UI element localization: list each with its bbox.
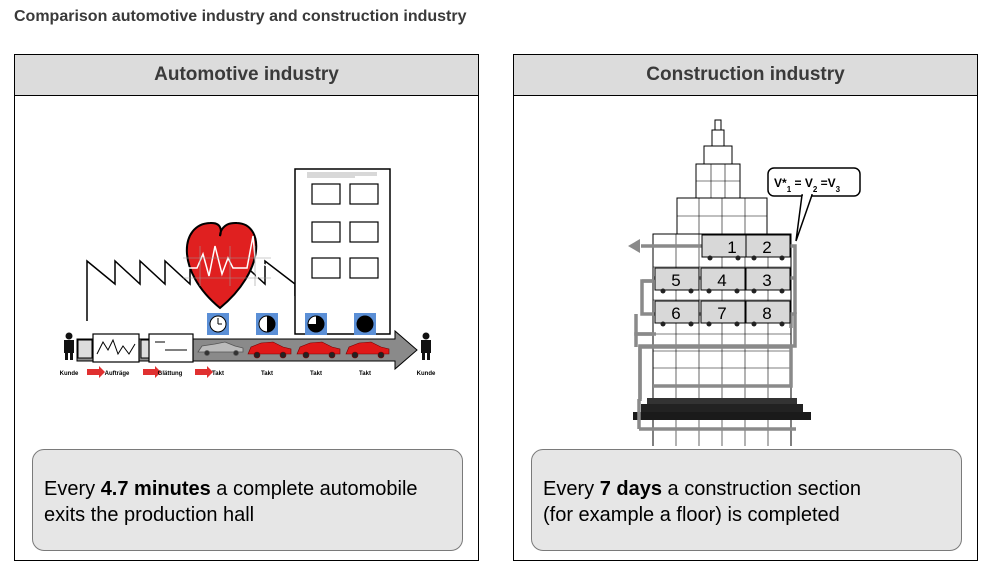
section-boxes <box>654 234 791 324</box>
flow-red-arrows <box>87 366 213 378</box>
construction-caption-line2: (for example a floor) is completed <box>543 504 840 526</box>
section-box-6 <box>654 300 700 324</box>
section-box-2 <box>745 234 791 258</box>
section-label-6: 6 <box>671 304 680 323</box>
clock-icon-1 <box>207 313 229 335</box>
construction-caption-bold: 7 days <box>599 478 662 500</box>
equation-callout: V*1 = V2 =V3 <box>767 167 861 242</box>
section-box-8 <box>745 300 791 324</box>
construction-caption: Every 7 days a construction section (for… <box>531 449 962 551</box>
section-label-3: 3 <box>762 271 771 290</box>
flow-label-auftraege: Aufträge <box>105 371 130 377</box>
construction-caption-post: a construction section <box>661 478 861 500</box>
callout-eq2: =V <box>817 176 835 190</box>
section-box-3 <box>745 267 791 291</box>
section-label-8: 8 <box>762 304 771 323</box>
flow-label-glaettung: Glättung <box>158 371 183 377</box>
section-box-5 <box>654 267 700 291</box>
heart-icon <box>185 221 258 310</box>
clock-icon-4 <box>354 313 376 335</box>
automotive-caption-post: a complete automobile <box>210 478 418 500</box>
callout-eq1: = V <box>791 176 813 190</box>
car-icon-3 <box>345 341 390 359</box>
flow-arrow-head <box>628 239 640 253</box>
flow-label-kunde-right: Kunde <box>417 371 436 377</box>
automotive-caption-bold: 4.7 minutes <box>100 478 211 500</box>
flow-label-takt-2: Takt <box>261 371 273 377</box>
factory-roof <box>86 259 296 321</box>
section-label-4: 4 <box>717 271 726 290</box>
automotive-caption-line2: exits the production hall <box>44 504 255 526</box>
construction-panel: Construction industry <box>513 54 978 561</box>
leveling-chart <box>148 333 194 363</box>
flow-label-takt-1: Takt <box>212 371 224 377</box>
section-label-7: 7 <box>717 304 726 323</box>
section-label-2: 2 <box>762 238 771 257</box>
customer-left-icon <box>64 332 74 360</box>
automotive-caption-pre: Every <box>44 478 101 500</box>
construction-illustration: 1 2 5 4 3 6 7 8 V*1 = V2 =V3 <box>628 119 861 446</box>
automotive-caption: Every 4.7 minutes a complete automobile … <box>32 449 463 551</box>
section-label-5: 5 <box>671 271 680 290</box>
automotive-illustration: Kunde Aufträge Glättung Takt Takt Takt T… <box>60 168 436 378</box>
flow-label-takt-3: Takt <box>310 371 322 377</box>
section-label-1: 1 <box>727 238 736 257</box>
car-chassis-icon <box>197 341 244 356</box>
section-box-1 <box>701 234 747 258</box>
automotive-panel: Automotive industry <box>14 54 479 561</box>
section-box-4 <box>700 267 746 291</box>
callout-sub3: 3 <box>836 185 841 194</box>
leveling-box <box>140 339 150 359</box>
flow-label-takt-4: Takt <box>359 371 371 377</box>
callout-v1: V* <box>774 176 787 190</box>
car-icon-1 <box>247 341 292 359</box>
customer-right-icon <box>421 332 431 360</box>
construction-header: Construction industry <box>514 55 977 96</box>
clock-icon-3 <box>305 313 327 335</box>
svg-text:V*1 = V2 =V3: V*1 = V2 =V3 <box>774 176 841 194</box>
construction-caption-pre: Every <box>543 478 600 500</box>
building-base-steps <box>633 398 811 420</box>
section-box-7 <box>700 300 746 324</box>
clock-icon-2 <box>256 313 278 335</box>
callout-sub1: 1 <box>787 185 792 194</box>
automotive-header: Automotive industry <box>15 55 478 96</box>
flow-label-kunde-left: Kunde <box>60 371 79 377</box>
car-icon-2 <box>296 341 341 359</box>
page-title: Comparison automotive industry and const… <box>14 8 467 25</box>
section-wheels <box>660 255 785 327</box>
office-windows <box>311 183 379 279</box>
callout-sub2: 2 <box>813 185 818 194</box>
orders-box <box>77 339 93 359</box>
